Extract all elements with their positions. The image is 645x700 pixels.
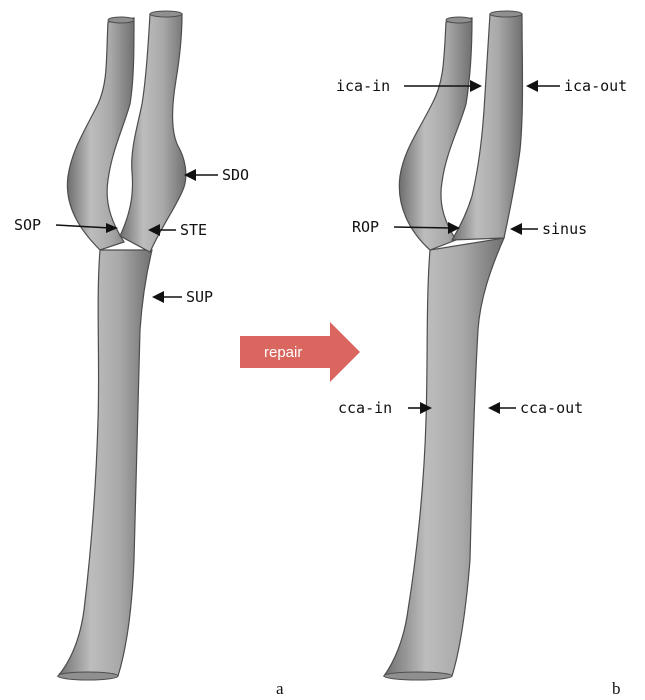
annotation-cca-out: cca-out — [488, 399, 583, 417]
vessel-b-cca — [384, 238, 504, 676]
annotation-sup: SUP — [152, 288, 213, 306]
label-ica-out: ica-out — [564, 77, 627, 95]
label-cca-in: cca-in — [338, 399, 392, 417]
label-ste: STE — [180, 221, 207, 239]
vessel-b-left-branch — [399, 18, 472, 250]
label-sup: SUP — [186, 288, 213, 306]
vessel-b-bottom-cut — [384, 672, 452, 680]
vessel-b-right-cut — [490, 11, 522, 17]
panel-caption-b: b — [612, 679, 621, 698]
label-sop: SOP — [14, 216, 41, 234]
label-sinus: sinus — [542, 220, 587, 238]
vessel-a-left-cut — [108, 17, 134, 23]
vessel-a-bottom-cut — [58, 672, 118, 680]
vessel-a-left-branch — [67, 18, 134, 250]
label-sdo: SDO — [222, 166, 249, 184]
label-rop: ROP — [352, 218, 379, 236]
vessel-a-right-cut — [150, 11, 182, 17]
vessel-model-a — [58, 11, 186, 680]
repair-arrow-label: repair — [264, 344, 302, 361]
label-cca-out: cca-out — [520, 399, 583, 417]
vessel-a-cca — [58, 250, 152, 676]
annotation-ica-out: ica-out — [526, 77, 627, 95]
annotation-cca-in: cca-in — [338, 399, 432, 417]
vessel-b-left-cut — [446, 17, 472, 23]
annotation-sinus: sinus — [510, 220, 587, 238]
annotation-sdo: SDO — [184, 166, 249, 184]
repair-arrow: repair — [240, 322, 360, 382]
label-ica-in: ica-in — [336, 77, 390, 95]
vessel-model-b — [384, 11, 523, 680]
panel-caption-a: a — [276, 679, 284, 698]
